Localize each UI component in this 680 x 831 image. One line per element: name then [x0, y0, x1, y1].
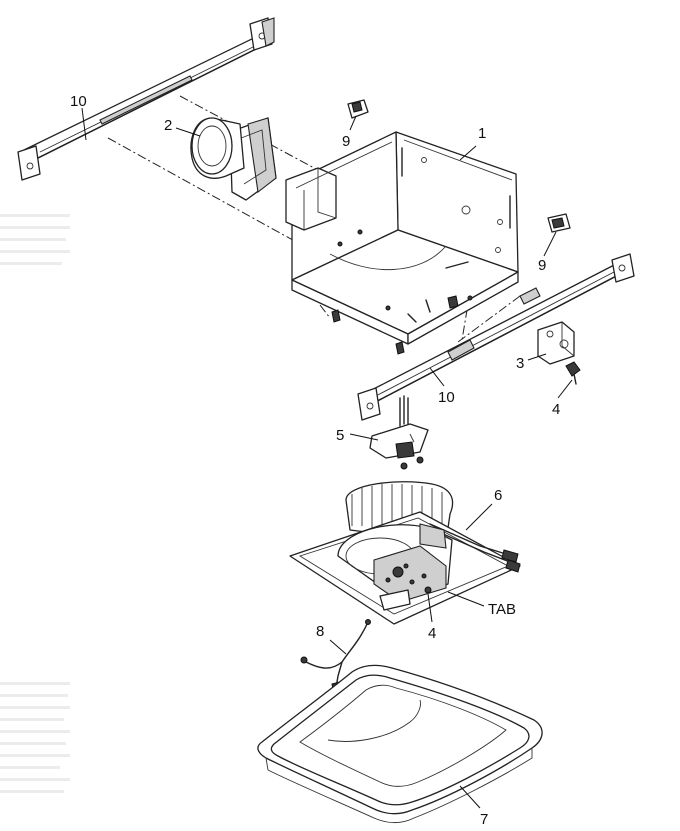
label-part-7: 7	[480, 811, 488, 828]
clip-top	[347, 99, 369, 119]
label-part-9-top: 9	[342, 133, 350, 150]
label-part-4-lower: 4	[428, 625, 436, 642]
duct-connector	[190, 117, 277, 201]
bleed-through-text	[0, 214, 70, 793]
housing	[285, 131, 519, 355]
label-part-10-top: 10	[70, 93, 87, 110]
receptacle-bracket	[369, 395, 429, 470]
label-part-5: 5	[336, 427, 344, 444]
label-part-10-lower: 10	[438, 389, 455, 406]
label-part-9-right: 9	[538, 257, 546, 274]
hanger-bar-lower	[357, 253, 635, 421]
grille	[257, 664, 543, 823]
leader-lines	[81, 107, 573, 809]
label-part-2: 2	[164, 117, 172, 134]
part-labels: 10 2 9 1 9 3 4 10 5 6 TAB 4 8 7	[70, 93, 560, 828]
label-part-1: 1	[478, 125, 486, 142]
label-tab: TAB	[488, 601, 516, 618]
screw-upper	[565, 361, 581, 385]
label-part-3: 3	[516, 355, 524, 372]
blower-assembly	[289, 481, 521, 625]
mounting-bracket	[537, 321, 575, 365]
label-part-8: 8	[316, 623, 324, 640]
label-part-6: 6	[494, 487, 502, 504]
label-part-4-upper: 4	[552, 401, 560, 418]
clip-right	[547, 213, 571, 233]
